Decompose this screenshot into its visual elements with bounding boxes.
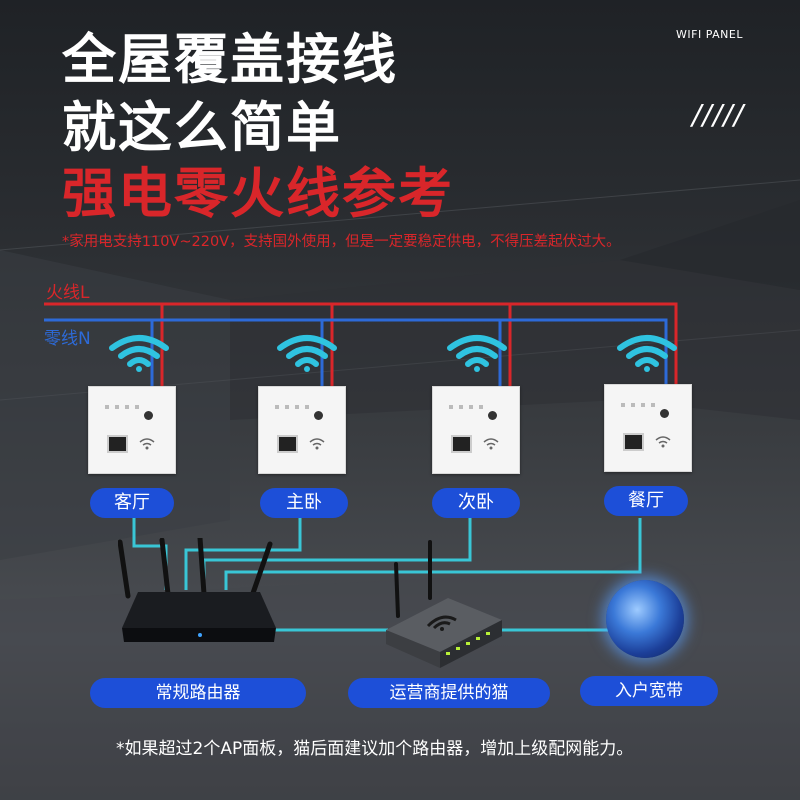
wifi-icon	[483, 438, 499, 450]
ap-panel-second-bedroom	[432, 386, 520, 474]
room-label-living: 客厅	[90, 488, 174, 518]
wifi-icon	[309, 438, 325, 450]
modem-label: 运营商提供的猫	[348, 678, 550, 708]
wifi-icon	[139, 438, 155, 450]
broadband-label: 入户宽带	[580, 676, 718, 706]
wifi-signal-icon	[617, 335, 677, 372]
reset-button-icon	[314, 411, 323, 420]
ethernet-port-icon	[277, 435, 298, 453]
live-wire-label: 火线L	[46, 283, 90, 303]
neutral-wire-label: 零线N	[44, 329, 91, 349]
reset-button-icon	[660, 409, 669, 418]
room-label-second-bedroom: 次卧	[432, 488, 520, 518]
ap-panel-dining-room	[604, 384, 692, 472]
room-label-master-bedroom: 主卧	[260, 488, 348, 518]
title-line-2: 就这么简单	[62, 96, 342, 159]
router-icon	[118, 538, 276, 642]
room-label-dining: 餐厅	[604, 486, 688, 516]
title-line-1: 全屋覆盖接线	[62, 28, 398, 91]
ethernet-port-icon	[451, 435, 472, 453]
ap-panel-living-room	[88, 386, 176, 474]
reset-button-icon	[144, 411, 153, 420]
ethernet-port-icon	[107, 435, 128, 453]
title-line-3: 强电零火线参考	[62, 162, 454, 225]
reset-button-icon	[488, 411, 497, 420]
router-label: 常规路由器	[90, 678, 306, 708]
wifi-signal-icon	[277, 335, 337, 372]
ethernet-port-icon	[623, 433, 644, 451]
modem-icon	[386, 540, 502, 668]
globe-icon	[606, 580, 684, 658]
wifi-signal-icon	[109, 335, 169, 372]
ap-panel-master-bedroom	[258, 386, 346, 474]
decor-slashes: /////	[692, 98, 745, 131]
wifi-icon	[655, 436, 671, 448]
footer-note: *如果超过2个AP面板，猫后面建议加个路由器，增加上级配网能力。	[116, 739, 634, 759]
brand-label: WIFI PANEL	[676, 28, 743, 41]
wifi-signal-icon	[447, 335, 507, 372]
power-note: *家用电支持110V~220V，支持国外使用，但是一定要稳定供电，不得压差起伏过…	[62, 234, 621, 250]
